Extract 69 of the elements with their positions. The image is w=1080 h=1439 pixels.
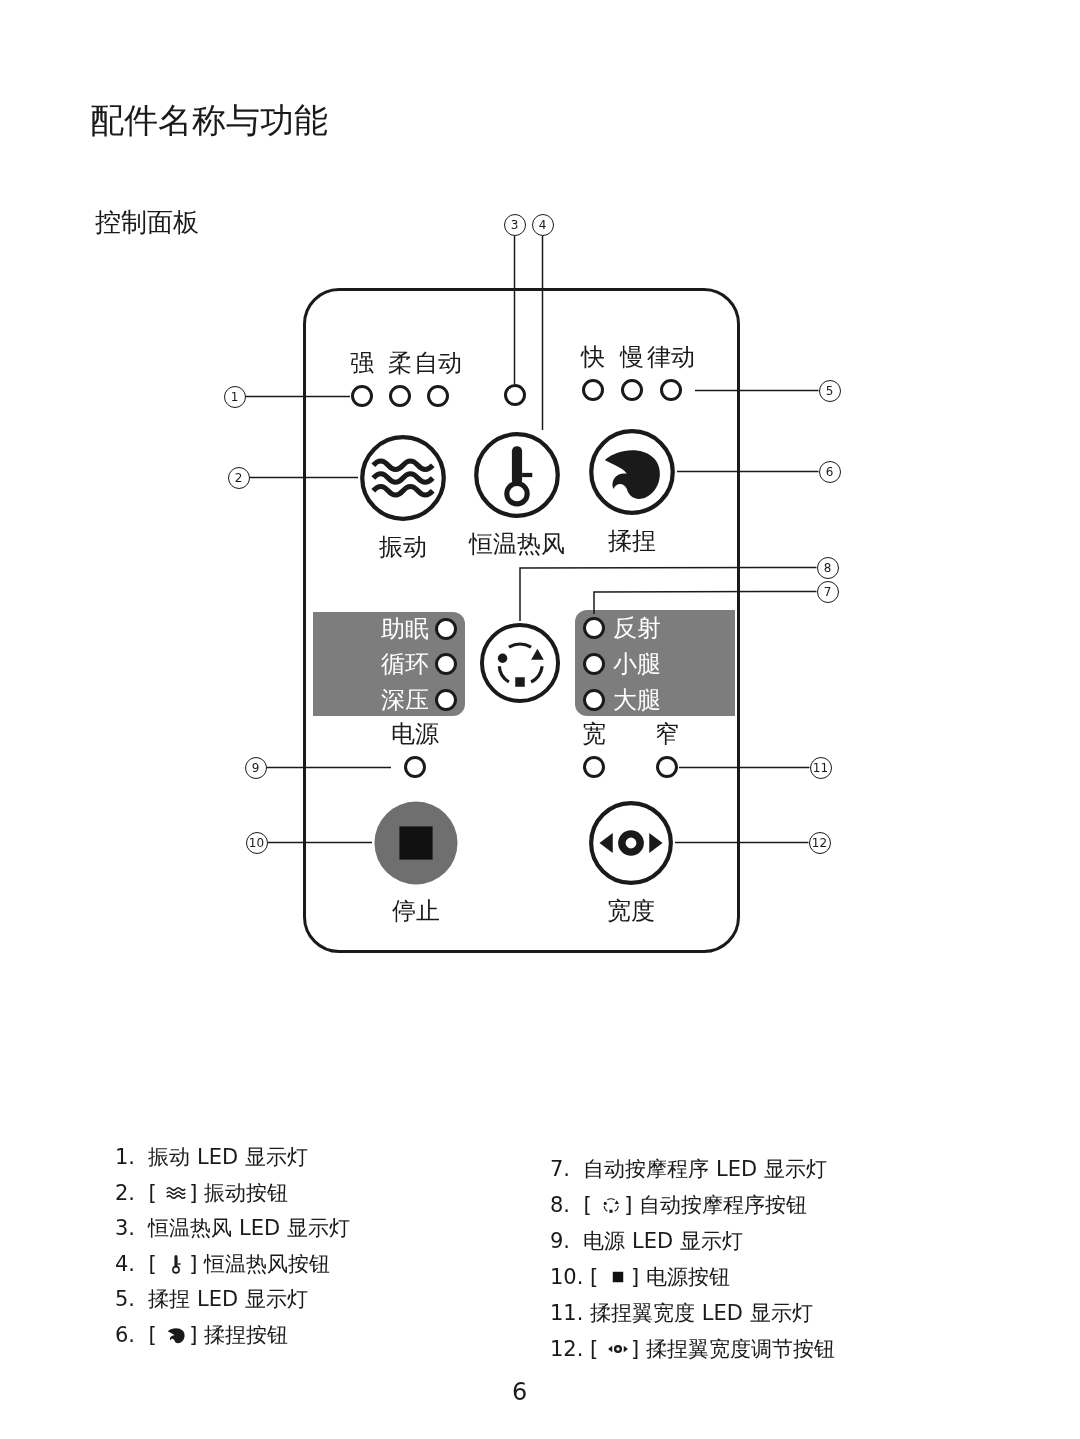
leader-line <box>519 566 818 622</box>
button-label: 恒温热风 <box>469 530 565 558</box>
button-label: 揉捏 <box>608 527 656 555</box>
list-item-text: ] 揉捏按钮 <box>189 1321 289 1349</box>
indicator-label: 快 <box>581 343 605 371</box>
indicator-band <box>313 612 465 716</box>
leader-line <box>541 234 544 431</box>
leader-line <box>266 841 373 844</box>
list-item-text: 8. [ <box>550 1193 593 1217</box>
list-item-text: 2. [ <box>115 1180 158 1205</box>
list-item-text: 6. [ <box>115 1322 158 1347</box>
indicator-label: 律动 <box>647 343 695 371</box>
indicator-label: 强 <box>350 349 374 377</box>
leader-line <box>513 234 516 385</box>
leader-line <box>244 395 351 398</box>
leader-line <box>265 766 392 769</box>
callout-number: 9 <box>244 756 267 779</box>
indicator-label: 慢 <box>620 343 644 371</box>
callout-number: 10 <box>245 831 268 854</box>
indicator-label: 柔 <box>388 349 412 377</box>
indicator-label: 大腿 <box>613 686 661 714</box>
leader-line <box>674 841 810 844</box>
indicator-label: 电源 <box>391 720 439 748</box>
button-label: 宽度 <box>607 897 655 925</box>
callout-number: 2 <box>227 466 250 489</box>
list-item-text: 5. 揉捏 LED 显示灯 <box>115 1286 308 1313</box>
list-item-text: 3. 恒温热风 LED 显示灯 <box>115 1215 350 1242</box>
section-heading: 控制面板 <box>95 206 199 239</box>
list-item-text: ] 恒温热风按钮 <box>189 1250 331 1278</box>
list-item-text: 7. 自动按摩程序 LED 显示灯 <box>550 1156 827 1183</box>
page-title: 配件名称与功能 <box>90 99 328 142</box>
list-item-text: ] 自动按摩程序按钮 <box>624 1192 808 1219</box>
list-item-text: ] 振动按钮 <box>189 1179 289 1207</box>
callout-number: 11 <box>809 756 832 779</box>
leader-line <box>694 389 820 392</box>
list-item-text: 11. 揉捏翼宽度 LED 显示灯 <box>550 1300 813 1327</box>
callout-number: 5 <box>818 379 841 402</box>
list-item-text: 10. [ <box>550 1265 600 1289</box>
indicator-label: 窄 <box>655 720 679 748</box>
indicator-light <box>504 384 526 406</box>
indicator-label: 循环 <box>381 650 429 678</box>
indicator-label: 小腿 <box>613 650 661 678</box>
list-item-text: 12. [ <box>550 1337 600 1361</box>
indicator-label: 深压 <box>381 686 429 714</box>
button-label: 停止 <box>392 897 440 925</box>
callout-number: 12 <box>808 831 831 854</box>
leader-line <box>676 470 820 473</box>
list-item-text: ] 电源按钮 <box>630 1264 730 1291</box>
callout-number: 7 <box>816 580 839 603</box>
list-item-text: ] 揉捏翼宽度调节按钮 <box>630 1336 835 1363</box>
leader-line <box>593 590 818 615</box>
indicator-label: 宽 <box>582 720 606 748</box>
leader-line <box>248 476 359 479</box>
callout-number: 3 <box>503 213 526 236</box>
button-label: 振动 <box>379 533 427 561</box>
list-item-text: 9. 电源 LED 显示灯 <box>550 1228 743 1255</box>
control-panel <box>303 288 740 953</box>
indicator-label: 助眠 <box>381 615 429 643</box>
indicator-label: 自动 <box>414 349 462 377</box>
list-item-text: 4. [ <box>115 1251 158 1276</box>
leader-line <box>678 766 811 769</box>
indicator-band <box>575 610 735 716</box>
callout-number: 1 <box>223 385 246 408</box>
page-number: 6 <box>512 1378 528 1406</box>
callout-number: 8 <box>816 556 839 579</box>
callout-number: 6 <box>818 460 841 483</box>
list-item-text: 1. 振动 LED 显示灯 <box>115 1144 308 1171</box>
callout-number: 4 <box>531 213 554 236</box>
indicator-label: 反射 <box>613 614 661 642</box>
